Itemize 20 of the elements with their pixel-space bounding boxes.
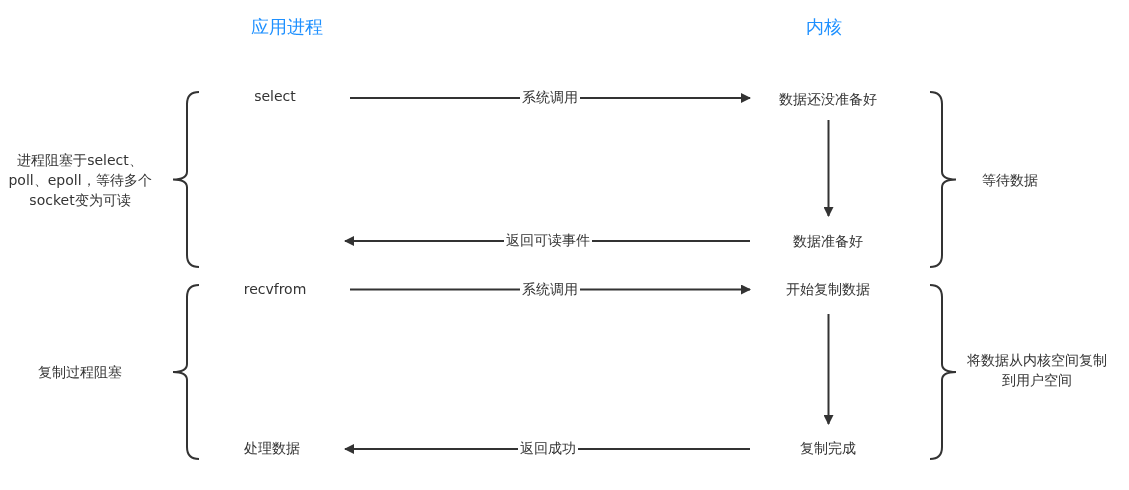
column-heading: 应用进程 bbox=[250, 15, 324, 39]
step-text: select bbox=[254, 88, 296, 104]
step-text: 复制完成 bbox=[800, 440, 856, 458]
arrow bbox=[823, 313, 834, 425]
step-text: 开始复制数据 bbox=[786, 281, 870, 299]
edge-label: 返回可读事件 bbox=[503, 232, 592, 250]
brace-note: 将数据从内核空间复制到用户空间 bbox=[966, 351, 1108, 390]
step-text: 数据还没准备好 bbox=[779, 91, 877, 109]
edge-label: 系统调用 bbox=[520, 280, 580, 299]
arrow bbox=[823, 119, 834, 217]
step-text: 处理数据 bbox=[244, 440, 300, 458]
edge-label: 返回成功 bbox=[517, 440, 578, 458]
brace-note: 等待数据 bbox=[981, 171, 1039, 190]
step-text: 数据准备好 bbox=[793, 233, 863, 251]
brace-note: 复制过程阻塞 bbox=[37, 363, 123, 382]
edge-label: 系统调用 bbox=[520, 89, 580, 107]
column-heading: 内核 bbox=[805, 15, 843, 39]
brace-note: 进程阻塞于select、poll、epoll，等待多个socket变为可读 bbox=[7, 151, 153, 210]
step-text: recvfrom bbox=[243, 281, 307, 297]
arrow bbox=[349, 284, 751, 295]
